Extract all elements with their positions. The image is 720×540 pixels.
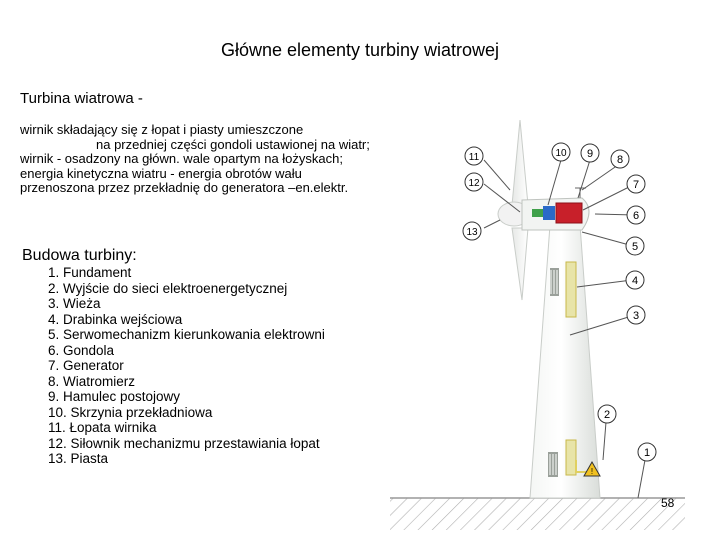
- callout-label: 6: [633, 210, 639, 222]
- intro-line: przenoszona przez przekładnię do generat…: [20, 180, 349, 195]
- callout-label: 10: [555, 148, 567, 159]
- parts-list-item: 13. Piasta: [48, 451, 109, 466]
- callout-label: 4: [632, 275, 638, 287]
- warning-sign-icon: !: [583, 460, 601, 477]
- callout-10: 10: [551, 142, 571, 162]
- intro-line: na przedniej części gondoli ustawionej n…: [96, 136, 370, 152]
- section-heading: Budowa turbiny:: [22, 247, 137, 264]
- callout-label: 5: [632, 241, 638, 253]
- callout-3: 3: [626, 305, 646, 325]
- ladder-top: [550, 261, 577, 318]
- callout-12: 12: [464, 172, 484, 192]
- parts-list-item: 3. Wieża: [48, 296, 101, 311]
- callout-4: 4: [625, 270, 645, 290]
- parts-list-item: 1. Fundament: [48, 265, 132, 280]
- rotor-blades: [511, 119, 529, 301]
- page-number: 58: [661, 496, 675, 510]
- callout-11: 11: [464, 146, 484, 166]
- ladder-bottom: [548, 439, 577, 477]
- gearbox: [543, 206, 555, 220]
- wind-turbine-diagram: ! 10 9 8 11: [390, 119, 685, 530]
- svg-text:!: !: [591, 467, 593, 476]
- parts-list-item: 6. Gondola: [48, 342, 115, 358]
- main-shaft: [532, 209, 543, 217]
- callout-13: 13: [462, 221, 482, 241]
- parts-list-item: 10. Skrzynia przekładniowa: [48, 404, 213, 420]
- callout-leader-lines: [483, 159, 646, 499]
- callout-label: 3: [633, 310, 639, 322]
- callout-label: 2: [604, 409, 610, 421]
- parts-list-item: 5. Serwomechanizm kierunkowania elektrow…: [48, 327, 325, 342]
- callout-label: 9: [587, 148, 593, 160]
- intro-line: wirnik składający się z łopat i piasty u…: [20, 122, 304, 137]
- parts-list-item: 12. Siłownik mechanizmu przestawiania ło…: [48, 435, 320, 451]
- ground: [390, 497, 685, 530]
- callout-2: 2: [597, 404, 617, 424]
- parts-list: 1. Fundament 2. Wyjście do sieci elektro…: [48, 265, 325, 467]
- callout-9: 9: [580, 143, 600, 163]
- callout-5: 5: [625, 236, 645, 256]
- callout-label: 1: [644, 447, 650, 459]
- intro-text: wirnik składający się z łopat i piasty u…: [20, 122, 440, 196]
- slide-subtitle: Turbina wiatrowa -: [20, 90, 143, 107]
- parts-list-item: 8. Wiatromierz: [48, 373, 136, 389]
- parts-list-item: 2. Wyjście do sieci elektroenergetycznej: [48, 280, 288, 296]
- callout-1: 1: [637, 442, 657, 462]
- intro-line: wirnik - osadzony na główn. wale opartym…: [20, 151, 343, 166]
- parts-list-item: 11. Łopata wirnika: [48, 420, 157, 435]
- callout-label: 7: [633, 179, 639, 191]
- callout-label: 8: [617, 154, 623, 166]
- callout-6: 6: [626, 205, 646, 225]
- parts-list-item: 7. Generator: [48, 358, 124, 373]
- callout-8: 8: [610, 149, 630, 169]
- generator: [555, 202, 583, 224]
- tower: [529, 224, 601, 499]
- callout-7: 7: [626, 174, 646, 194]
- parts-list-item: 9. Hamulec postojowy: [48, 389, 181, 404]
- callout-label: 12: [468, 178, 480, 189]
- callout-label: 11: [469, 152, 480, 163]
- intro-line: energia kinetyczna wiatru - energia obro…: [20, 165, 302, 181]
- slide-title: Główne elementy turbiny wiatrowej: [220, 40, 500, 60]
- parts-list-item: 4. Drabinka wejściowa: [48, 311, 183, 327]
- callout-label: 13: [466, 227, 478, 238]
